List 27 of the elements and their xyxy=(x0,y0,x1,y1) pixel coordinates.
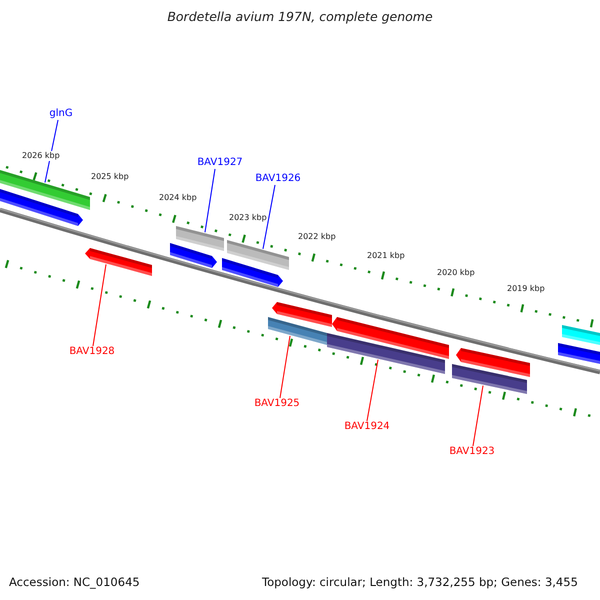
gene-feature xyxy=(85,248,152,276)
gene-feature xyxy=(227,240,289,270)
leader-line xyxy=(262,184,276,250)
gene-label: BAV1925 xyxy=(254,398,300,410)
leader-line xyxy=(92,264,106,346)
title: Bordetella avium 197N, complete genome xyxy=(166,9,434,25)
gene-feature xyxy=(0,170,90,210)
gene-feature xyxy=(268,317,327,345)
gene-label: BAV1923 xyxy=(449,446,495,458)
gene-feature xyxy=(452,364,527,394)
scale-label: 2023 kbp xyxy=(229,213,267,223)
scale-label: 2019 kbp xyxy=(507,284,545,294)
accession-text: Accession: NC_010645 xyxy=(9,575,140,589)
gene-feature xyxy=(176,226,224,251)
leader-line xyxy=(280,335,290,398)
leader-line xyxy=(204,168,216,233)
gene-label: glnG xyxy=(49,108,73,120)
gene-label: BAV1924 xyxy=(344,421,390,433)
gene-label: BAV1926 xyxy=(255,173,301,185)
gene-label: BAV1928 xyxy=(69,346,115,358)
scale-label: 2020 kbp xyxy=(437,268,475,278)
gene-feature xyxy=(327,333,445,374)
scale-label: 2021 kbp xyxy=(367,251,405,261)
leader-line xyxy=(472,385,484,446)
genome-stats-text: Topology: circular; Length: 3,732,255 bp; Genes: 3,455 xyxy=(262,575,578,589)
leader-line xyxy=(366,359,378,422)
gene-label: BAV1927 xyxy=(197,157,243,169)
